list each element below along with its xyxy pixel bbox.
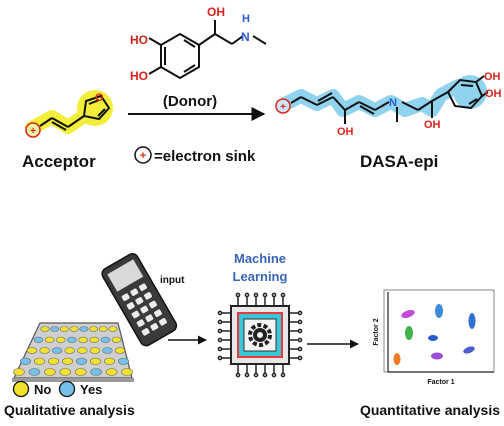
well-no xyxy=(61,357,73,365)
mobile-phone-icon xyxy=(101,253,178,347)
phone-key xyxy=(145,314,154,322)
ml-label-line2: Learning xyxy=(233,269,288,284)
product-ring-oh-bottom: OH xyxy=(485,88,502,100)
well-no xyxy=(59,368,72,376)
donor-oh: OH xyxy=(207,5,225,19)
well-no xyxy=(111,336,122,343)
well-plate-icon xyxy=(12,322,134,382)
phone-key xyxy=(130,288,139,296)
donor-ho-bottom: HO xyxy=(130,69,148,83)
well-no xyxy=(59,326,69,332)
well-yes xyxy=(51,347,63,354)
well-no xyxy=(89,347,101,354)
well-no xyxy=(121,368,133,376)
well-no xyxy=(105,368,118,376)
sink-legend-text: =electron sink xyxy=(154,148,256,165)
well-yes xyxy=(28,368,41,376)
yes-legend-dot xyxy=(58,380,76,398)
well-no xyxy=(40,326,50,332)
well-no xyxy=(90,357,102,365)
well-no xyxy=(98,326,108,332)
acceptor-o: O xyxy=(95,92,104,104)
well-yes xyxy=(100,336,111,343)
acceptor-label: Acceptor xyxy=(22,152,96,171)
legend-sink-plus: + xyxy=(140,150,146,162)
well-no xyxy=(104,357,116,365)
phone-key xyxy=(159,318,167,326)
well-no xyxy=(108,326,118,332)
well-no xyxy=(26,347,38,354)
well-yes xyxy=(102,347,113,354)
well-yes xyxy=(90,368,102,376)
well-yes xyxy=(118,357,130,365)
well-no xyxy=(78,336,88,343)
well-no xyxy=(74,368,87,376)
well-no xyxy=(55,336,66,343)
well-no xyxy=(39,347,50,354)
product-molecule: + OH N OH OH OH xyxy=(275,71,502,138)
phone-key xyxy=(131,310,140,319)
quantitative-label: Quantitative analysis xyxy=(360,402,500,418)
donor-ho-top: HO xyxy=(130,33,148,47)
input-label: input xyxy=(160,275,185,286)
well-yes xyxy=(67,336,77,343)
product-enol-oh: OH xyxy=(337,126,354,138)
ml-label-line1: Machine xyxy=(234,251,286,266)
phone-key xyxy=(154,309,162,317)
acceptor-molecule: O + xyxy=(25,90,113,138)
donor-molecule xyxy=(148,20,267,80)
well-no xyxy=(89,326,99,332)
well-no xyxy=(44,368,56,376)
product-side-oh: OH xyxy=(424,119,441,131)
factor1-label: Factor 1 xyxy=(427,379,454,386)
product-sink-icon xyxy=(275,98,291,114)
well-no xyxy=(44,336,55,343)
legend-no: No xyxy=(34,382,51,397)
no-legend-dot xyxy=(12,380,30,398)
well-yes xyxy=(19,357,31,365)
factor2-label: Factor 2 xyxy=(373,318,380,345)
well-no xyxy=(13,368,25,376)
well-yes xyxy=(50,326,60,332)
well-no xyxy=(89,336,99,343)
well-no xyxy=(114,347,126,354)
product-ring-oh-top: OH xyxy=(484,71,501,83)
phone-key xyxy=(135,297,144,305)
phone-key xyxy=(149,300,157,309)
well-yes xyxy=(33,336,44,343)
microchip-gear-icon xyxy=(217,292,303,378)
well-yes xyxy=(79,326,89,332)
phone-key xyxy=(140,305,149,314)
phone-key xyxy=(150,323,159,331)
electron-sink-icon xyxy=(25,122,41,138)
phone-key xyxy=(121,293,130,301)
scatter-plot-icon xyxy=(383,289,495,373)
qualitative-label: Qualitative analysis xyxy=(4,402,135,418)
phone-key xyxy=(126,302,135,310)
sink-plus: + xyxy=(30,126,36,137)
product-n: N xyxy=(389,97,397,109)
well-no xyxy=(47,357,59,365)
phone-key xyxy=(136,319,145,327)
well-yes xyxy=(76,357,88,365)
phone-key xyxy=(144,292,152,300)
phone-key xyxy=(141,328,150,336)
phone-key xyxy=(139,283,147,291)
legend-yes: Yes xyxy=(80,382,102,397)
donor-n: N xyxy=(241,30,250,44)
donor-label: (Donor) xyxy=(163,93,217,110)
well-no xyxy=(69,326,79,332)
well-no xyxy=(33,357,45,365)
product-sink-plus: + xyxy=(280,102,286,113)
product-label: DASA-epi xyxy=(360,152,438,171)
well-no xyxy=(64,347,75,354)
donor-h: H xyxy=(242,13,250,25)
electron-sink-legend-icon xyxy=(134,146,152,164)
well-no xyxy=(77,347,88,354)
